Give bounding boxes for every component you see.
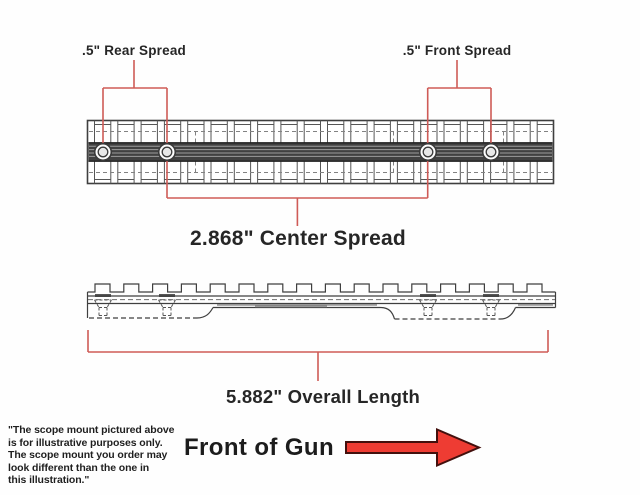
rear-spread-dimension-lines	[102, 60, 168, 152]
engraving-mark	[255, 305, 327, 308]
disclaimer-line: "The scope mount pictured above	[8, 424, 175, 436]
center-spread-label: 2.868" Center Spread	[190, 227, 406, 250]
disclaimer-line: look different than the one in	[8, 461, 150, 474]
rail-side-view-drawing	[86, 283, 557, 320]
overall-length-label: 5.882" Overall Length	[226, 386, 420, 407]
disclaimer-line: The scope mount you order may	[8, 449, 168, 462]
overall-length-dimension-lines	[87, 330, 549, 381]
disclaimer-line: this illustration."	[8, 474, 90, 487]
disclaimer-line: is for illustrative purposes only.	[8, 436, 163, 449]
front-of-gun-label: Front of Gun	[183, 434, 335, 461]
front-spread-label: .5" Front Spread	[402, 43, 512, 58]
front-of-gun-arrow-icon	[345, 427, 482, 468]
rear-spread-label: .5" Rear Spread	[82, 43, 186, 58]
front-spread-dimension-lines	[426, 60, 492, 152]
mounting-holes	[93, 142, 501, 162]
disclaimer-note: "The scope mount pictured above is for i…	[8, 424, 178, 487]
rail-top-view-drawing	[86, 119, 555, 185]
center-spread-dimension-lines	[166, 152, 429, 226]
